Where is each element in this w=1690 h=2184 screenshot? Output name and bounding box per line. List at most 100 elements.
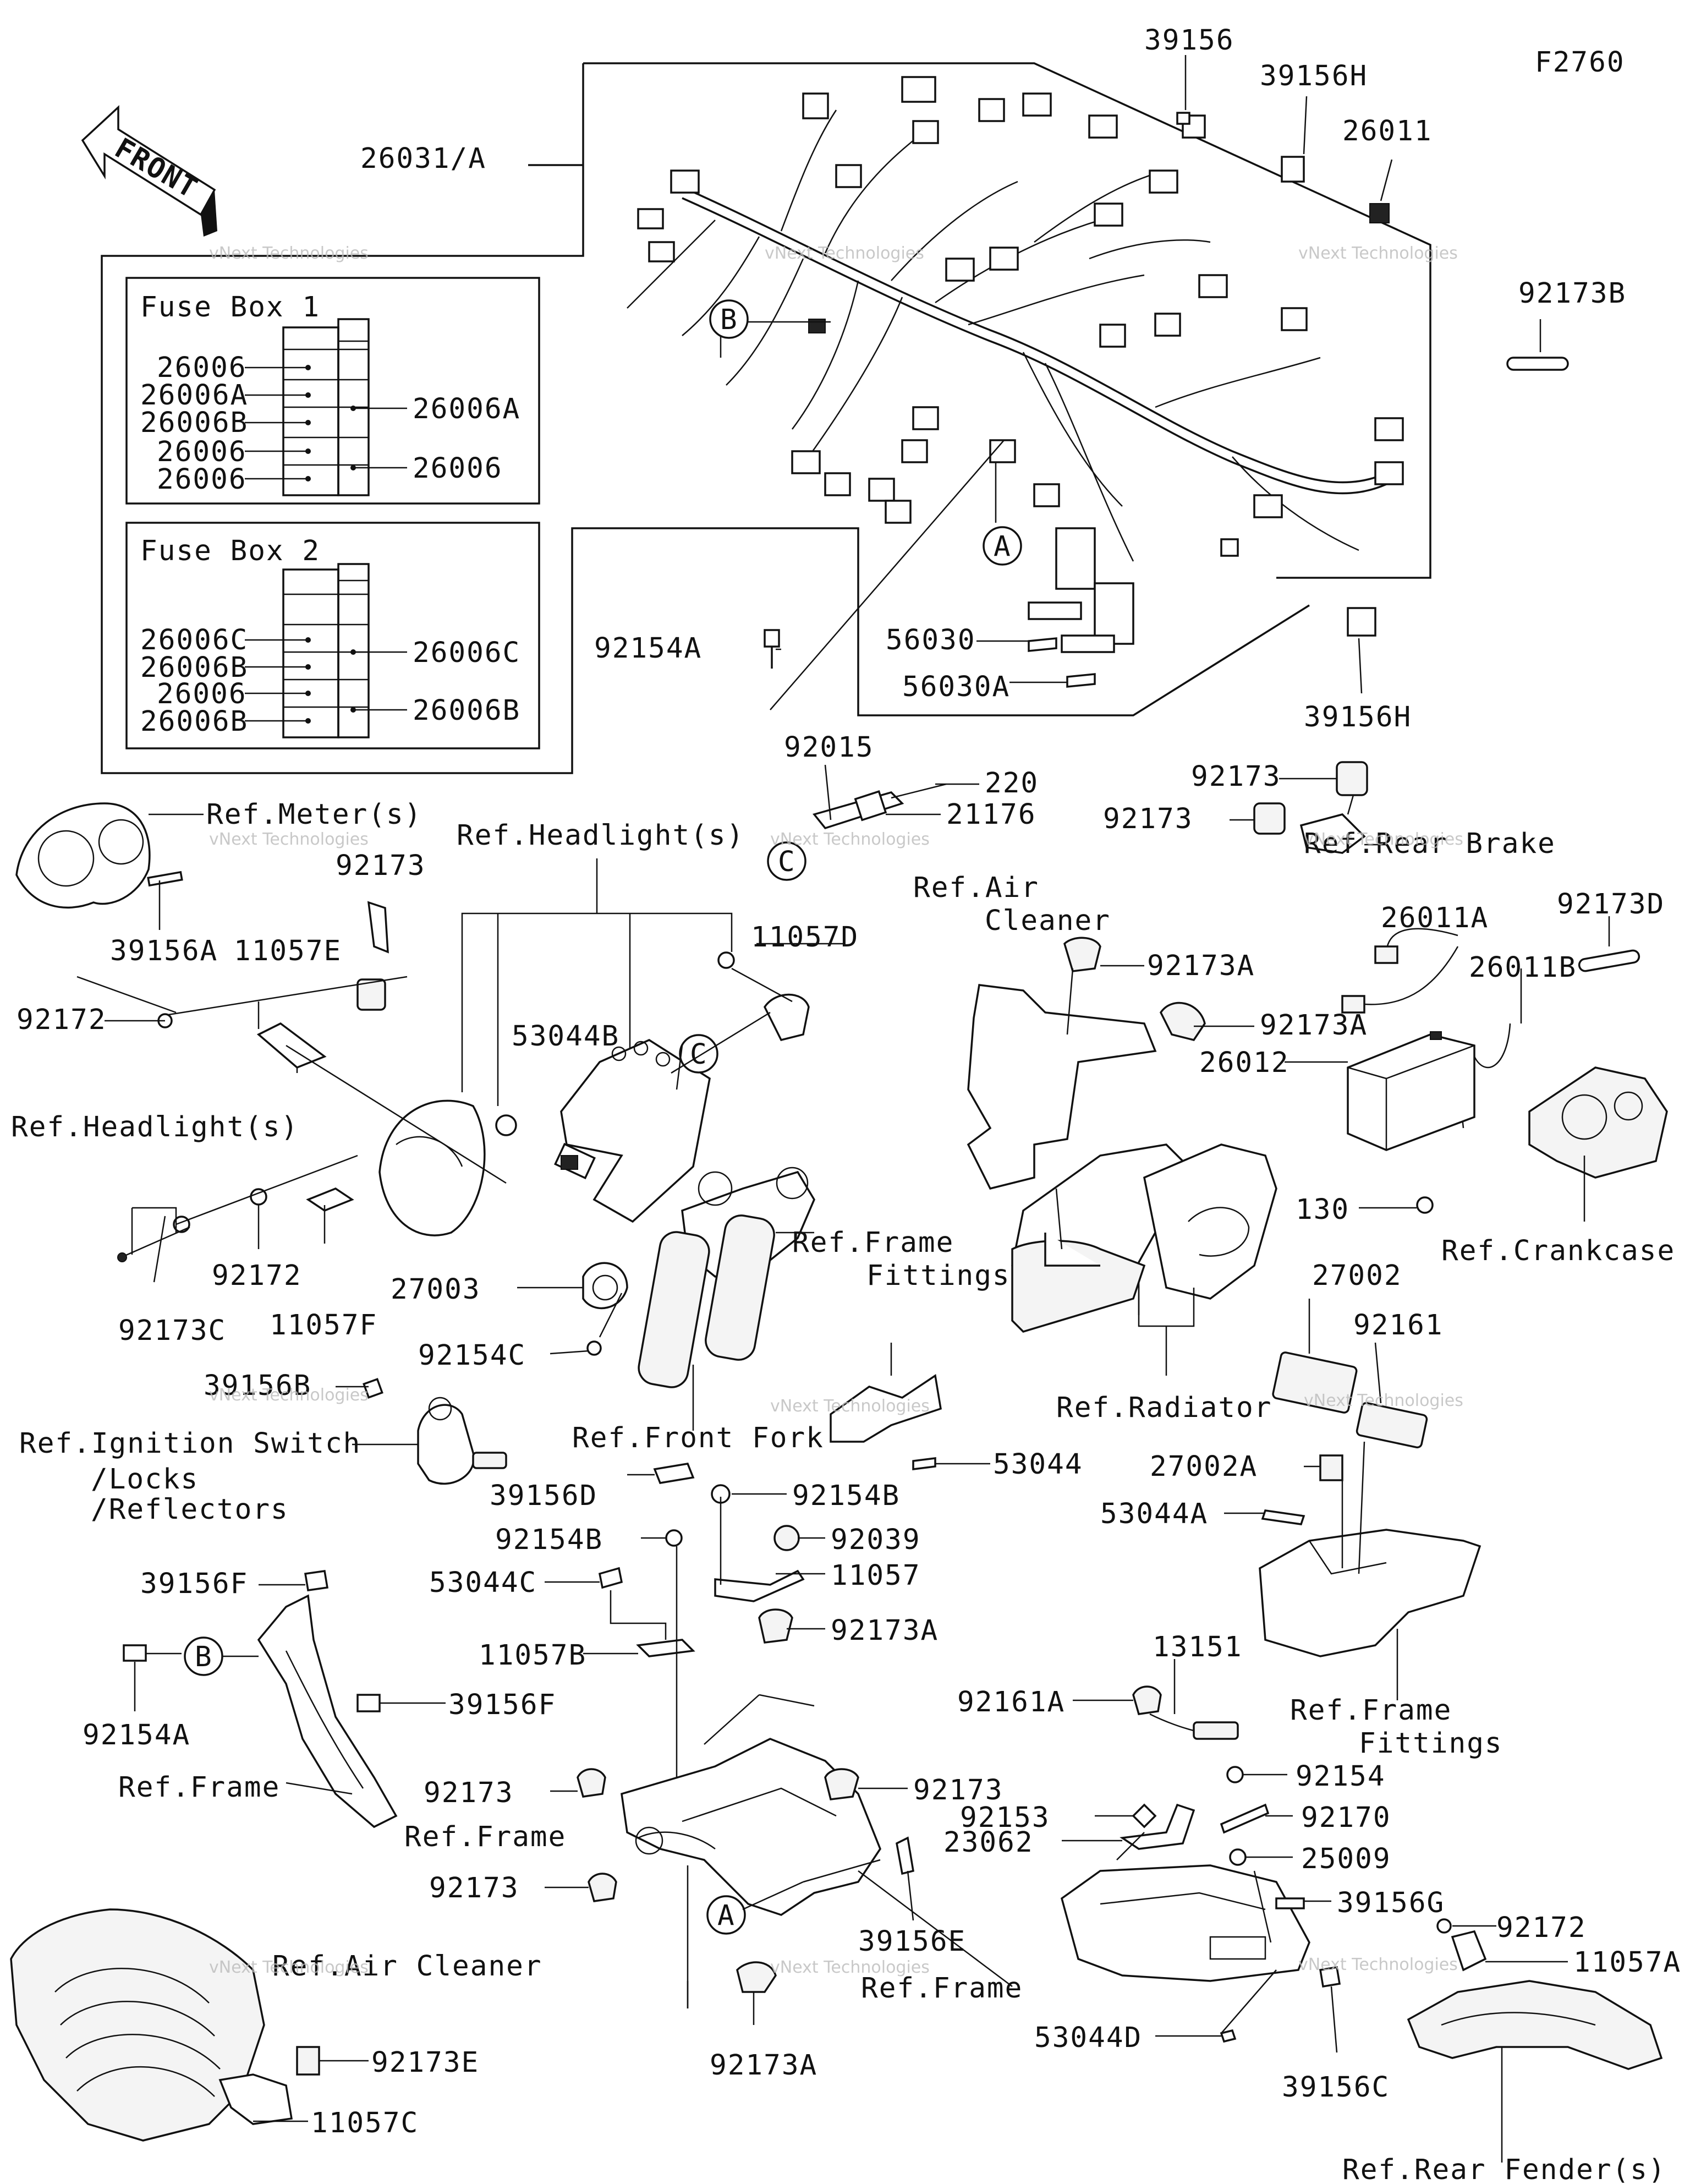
part-39156H-bot: 39156H [1304, 701, 1412, 734]
part-92173B: 92173B [1518, 277, 1626, 310]
part-26011A: 26011A [1381, 902, 1489, 934]
part-11057B: 11057B [479, 1639, 586, 1672]
svg-text:26006C: 26006C [140, 624, 248, 656]
part-56030A: 56030A [902, 671, 1010, 703]
part-53044B: 53044B [512, 1020, 619, 1053]
part-92161A: 92161A [957, 1686, 1065, 1718]
harness-leaders [720, 55, 1541, 710]
callout-A-bottom: A [717, 1900, 736, 1932]
part-92154A-bot: 92154A [83, 1719, 190, 1751]
svg-text:vNext Technologies: vNext Technologies [1304, 1391, 1463, 1410]
fuse-box-1: Fuse Box 1 26006 26006A 26006B 26006 260… [125, 277, 540, 505]
part-11057F: 11057F [270, 1309, 377, 1342]
svg-text:26006C: 26006C [413, 637, 520, 669]
air-cleaner-bracket [967, 937, 1277, 1376]
part-11057D: 11057D [751, 921, 859, 954]
part-26011: 26011 [1342, 115, 1433, 147]
part-53044C: 53044C [429, 1567, 537, 1599]
svg-text:26006A: 26006A [413, 393, 520, 425]
part-23062: 23062 [943, 1826, 1034, 1859]
middle-frame: A [545, 1463, 1013, 2025]
part-21176: 21176 [946, 798, 1036, 831]
part-92173A-a: 92173A [1147, 950, 1255, 982]
svg-text:vNext Technologies: vNext Technologies [1304, 830, 1463, 849]
svg-text:vNext Technologies: vNext Technologies [765, 244, 924, 263]
harness-connectors [637, 76, 1404, 645]
part-53044: 53044 [993, 1448, 1083, 1481]
part-92173A-b: 92173A [1260, 1009, 1368, 1042]
svg-text:26006: 26006 [413, 452, 503, 485]
part-92173-f1: 92173 [913, 1774, 1003, 1807]
svg-text:26006: 26006 [157, 352, 247, 384]
rear-brake-switch [1230, 761, 1386, 854]
part-92154B-b: 92154B [495, 1524, 603, 1556]
svg-text:vNext Technologies: vNext Technologies [770, 1397, 930, 1416]
part-92161: 92161 [1353, 1309, 1444, 1342]
part-13151: 13151 [1153, 1631, 1243, 1663]
svg-text:26006B: 26006B [413, 694, 520, 727]
ref-headlights-left: Ref.Headlight(s) [11, 1111, 299, 1143]
part-92154: 92154 [1296, 1760, 1386, 1793]
ref-crankcase: Ref.Crankcase [1441, 1235, 1675, 1267]
ref-air-cleaner-1: Ref.Air [913, 872, 1039, 904]
part-92173A-d: 92173A [710, 2049, 817, 2082]
meter-assembly [15, 802, 204, 930]
ref-ignition-3: /Reflectors [91, 1493, 289, 1526]
part-92154A-top: 92154A [594, 632, 702, 665]
ignition-switch [336, 1378, 507, 1485]
ref-meters: Ref.Meter(s) [206, 798, 422, 831]
part-39156: 39156 [1144, 24, 1234, 57]
part-39156C: 39156C [1282, 2071, 1390, 2104]
ref-radiator: Ref.Radiator [1056, 1392, 1272, 1424]
svg-text:26006B: 26006B [140, 652, 248, 684]
part-27002A: 27002A [1150, 1450, 1258, 1483]
part-26031A: 26031/A [360, 143, 486, 175]
part-92154B-a: 92154B [792, 1480, 900, 1512]
part-26011B: 26011B [1469, 951, 1577, 984]
frame-fittings-bracket [830, 1343, 990, 1470]
svg-text:vNext Technologies: vNext Technologies [209, 830, 369, 849]
part-92173E: 92173E [371, 2046, 479, 2079]
part-92173-rb1: 92173 [1191, 760, 1281, 793]
part-39156A: 39156A [110, 935, 218, 967]
svg-text:vNext Technologies: vNext Technologies [209, 1958, 369, 1977]
front-fork-assembly: C [517, 943, 844, 1431]
part-92173-left: 92173 [336, 850, 426, 882]
part-92153: 92153 [960, 1802, 1050, 1834]
part-39156E: 39156E [858, 1925, 966, 1958]
part-11057: 11057 [831, 1559, 921, 1592]
air-cleaner-box [10, 1908, 369, 2142]
ref-frame-b: Ref.Frame [404, 1821, 566, 1853]
part-92173A-c: 92173A [831, 1614, 939, 1647]
part-39156H-top: 39156H [1260, 60, 1368, 92]
part-11057C: 11057C [311, 2107, 419, 2139]
ref-front-fork: Ref.Front Fork [572, 1422, 824, 1454]
part-39156G: 39156G [1337, 1887, 1445, 1919]
part-92173C: 92173C [118, 1315, 226, 1347]
part-92173D: 92173D [1557, 888, 1665, 921]
ref-headlights-top: Ref.Headlight(s) [457, 819, 744, 852]
svg-text:vNext Technologies: vNext Technologies [770, 830, 930, 849]
part-56030: 56030 [886, 624, 976, 656]
callout-C-sensor: C [778, 846, 796, 878]
fuse-box-2: Fuse Box 2 26006C 26006B 26006 26006B 26… [125, 522, 540, 749]
svg-text:vNext Technologies: vNext Technologies [209, 244, 369, 263]
front-arrow-icon: FRONT [81, 105, 217, 237]
part-92015: 92015 [784, 731, 874, 764]
sensor-21176: C [767, 764, 979, 881]
part-26012: 26012 [1199, 1047, 1290, 1079]
rear-fender [1407, 1918, 1663, 2163]
svg-text:vNext Technologies: vNext Technologies [1298, 1955, 1458, 1974]
left-frame-piece: B [123, 1570, 446, 1829]
part-11057A: 11057A [1573, 1946, 1681, 1979]
ref-frame-fittings-2b: Fittings [1359, 1727, 1503, 1760]
harness-small-parts [764, 112, 1569, 688]
front-label: FRONT [109, 132, 204, 205]
svg-text:vNext Technologies: vNext Technologies [1298, 244, 1458, 263]
part-92172-a: 92172 [17, 1004, 107, 1036]
ref-ignition-2: /Locks [91, 1463, 199, 1496]
part-27003: 27003 [391, 1273, 481, 1306]
part-92172-b: 92172 [212, 1260, 302, 1292]
callout-B-top: B [709, 299, 749, 339]
svg-text:26006B: 26006B [140, 407, 248, 439]
